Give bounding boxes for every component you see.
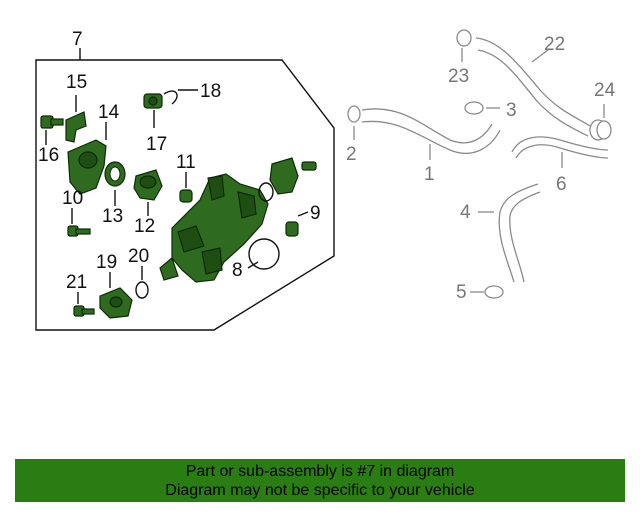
part-2-clamp[interactable] xyxy=(347,105,361,123)
part-18-clip[interactable] xyxy=(163,90,178,105)
assembly-7-frame xyxy=(35,59,335,331)
callout-10[interactable]: 10 xyxy=(62,188,83,209)
callout-20[interactable]: 20 xyxy=(128,246,149,267)
callout-13[interactable]: 13 xyxy=(102,206,123,227)
part-4-hose[interactable] xyxy=(498,183,539,283)
callout-22[interactable]: 22 xyxy=(544,34,565,55)
part-24-gasket[interactable] xyxy=(596,120,612,140)
callout-4[interactable]: 4 xyxy=(460,202,471,223)
part-22-pipe[interactable] xyxy=(475,37,591,127)
part-5-clamp[interactable] xyxy=(484,285,504,299)
callout-6[interactable]: 6 xyxy=(556,174,567,195)
callout-11[interactable]: 11 xyxy=(176,152,196,173)
callout-9[interactable]: 9 xyxy=(310,203,321,224)
part-outlet-right[interactable] xyxy=(269,157,317,195)
info-banner: Part or sub-assembly is #7 in diagram Di… xyxy=(15,459,625,502)
callout-21[interactable]: 21 xyxy=(66,272,87,293)
banner-line-2: Diagram may not be specific to your vehi… xyxy=(165,482,475,499)
part-6-pipe[interactable] xyxy=(511,136,609,153)
callout-2[interactable]: 2 xyxy=(346,144,357,165)
callout-18[interactable]: 18 xyxy=(200,81,221,102)
part-3-clamp[interactable] xyxy=(464,101,484,115)
part-11-nut[interactable] xyxy=(179,189,193,203)
part-19-housing[interactable] xyxy=(99,287,133,319)
callout-8[interactable]: 8 xyxy=(232,260,243,281)
parts-diagram: 7 xyxy=(35,29,616,331)
part-1-hose[interactable] xyxy=(361,108,493,144)
part-9-gasket[interactable] xyxy=(285,221,299,237)
callout-3[interactable]: 3 xyxy=(506,100,517,121)
callout-1[interactable]: 1 xyxy=(424,164,435,185)
part-23-oring[interactable] xyxy=(456,29,472,47)
banner-line-1: Part or sub-assembly is #7 in diagram xyxy=(185,463,455,480)
part-8-oring[interactable] xyxy=(248,238,280,270)
callout-23[interactable]: 23 xyxy=(448,66,469,87)
callout-24[interactable]: 24 xyxy=(594,80,616,101)
callout-15[interactable]: 15 xyxy=(66,72,87,93)
callout-16[interactable]: 16 xyxy=(38,145,59,166)
callout-14[interactable]: 14 xyxy=(98,102,120,123)
small-oring xyxy=(258,182,274,202)
part-17-sensor[interactable] xyxy=(143,93,163,109)
part-16-bolt[interactable] xyxy=(40,115,64,129)
part-20-oring[interactable] xyxy=(135,281,149,299)
callout-5[interactable]: 5 xyxy=(456,282,467,303)
callout-7[interactable]: 7 xyxy=(72,29,83,50)
part-10-bolt[interactable] xyxy=(67,225,91,237)
part-21-bolt[interactable] xyxy=(73,305,95,317)
callout-17[interactable]: 17 xyxy=(146,134,167,155)
part-12-thermostat[interactable] xyxy=(133,169,163,201)
callout-12[interactable]: 12 xyxy=(134,216,155,237)
callout-19[interactable]: 19 xyxy=(96,252,117,273)
part-15-bracket[interactable] xyxy=(65,111,87,143)
